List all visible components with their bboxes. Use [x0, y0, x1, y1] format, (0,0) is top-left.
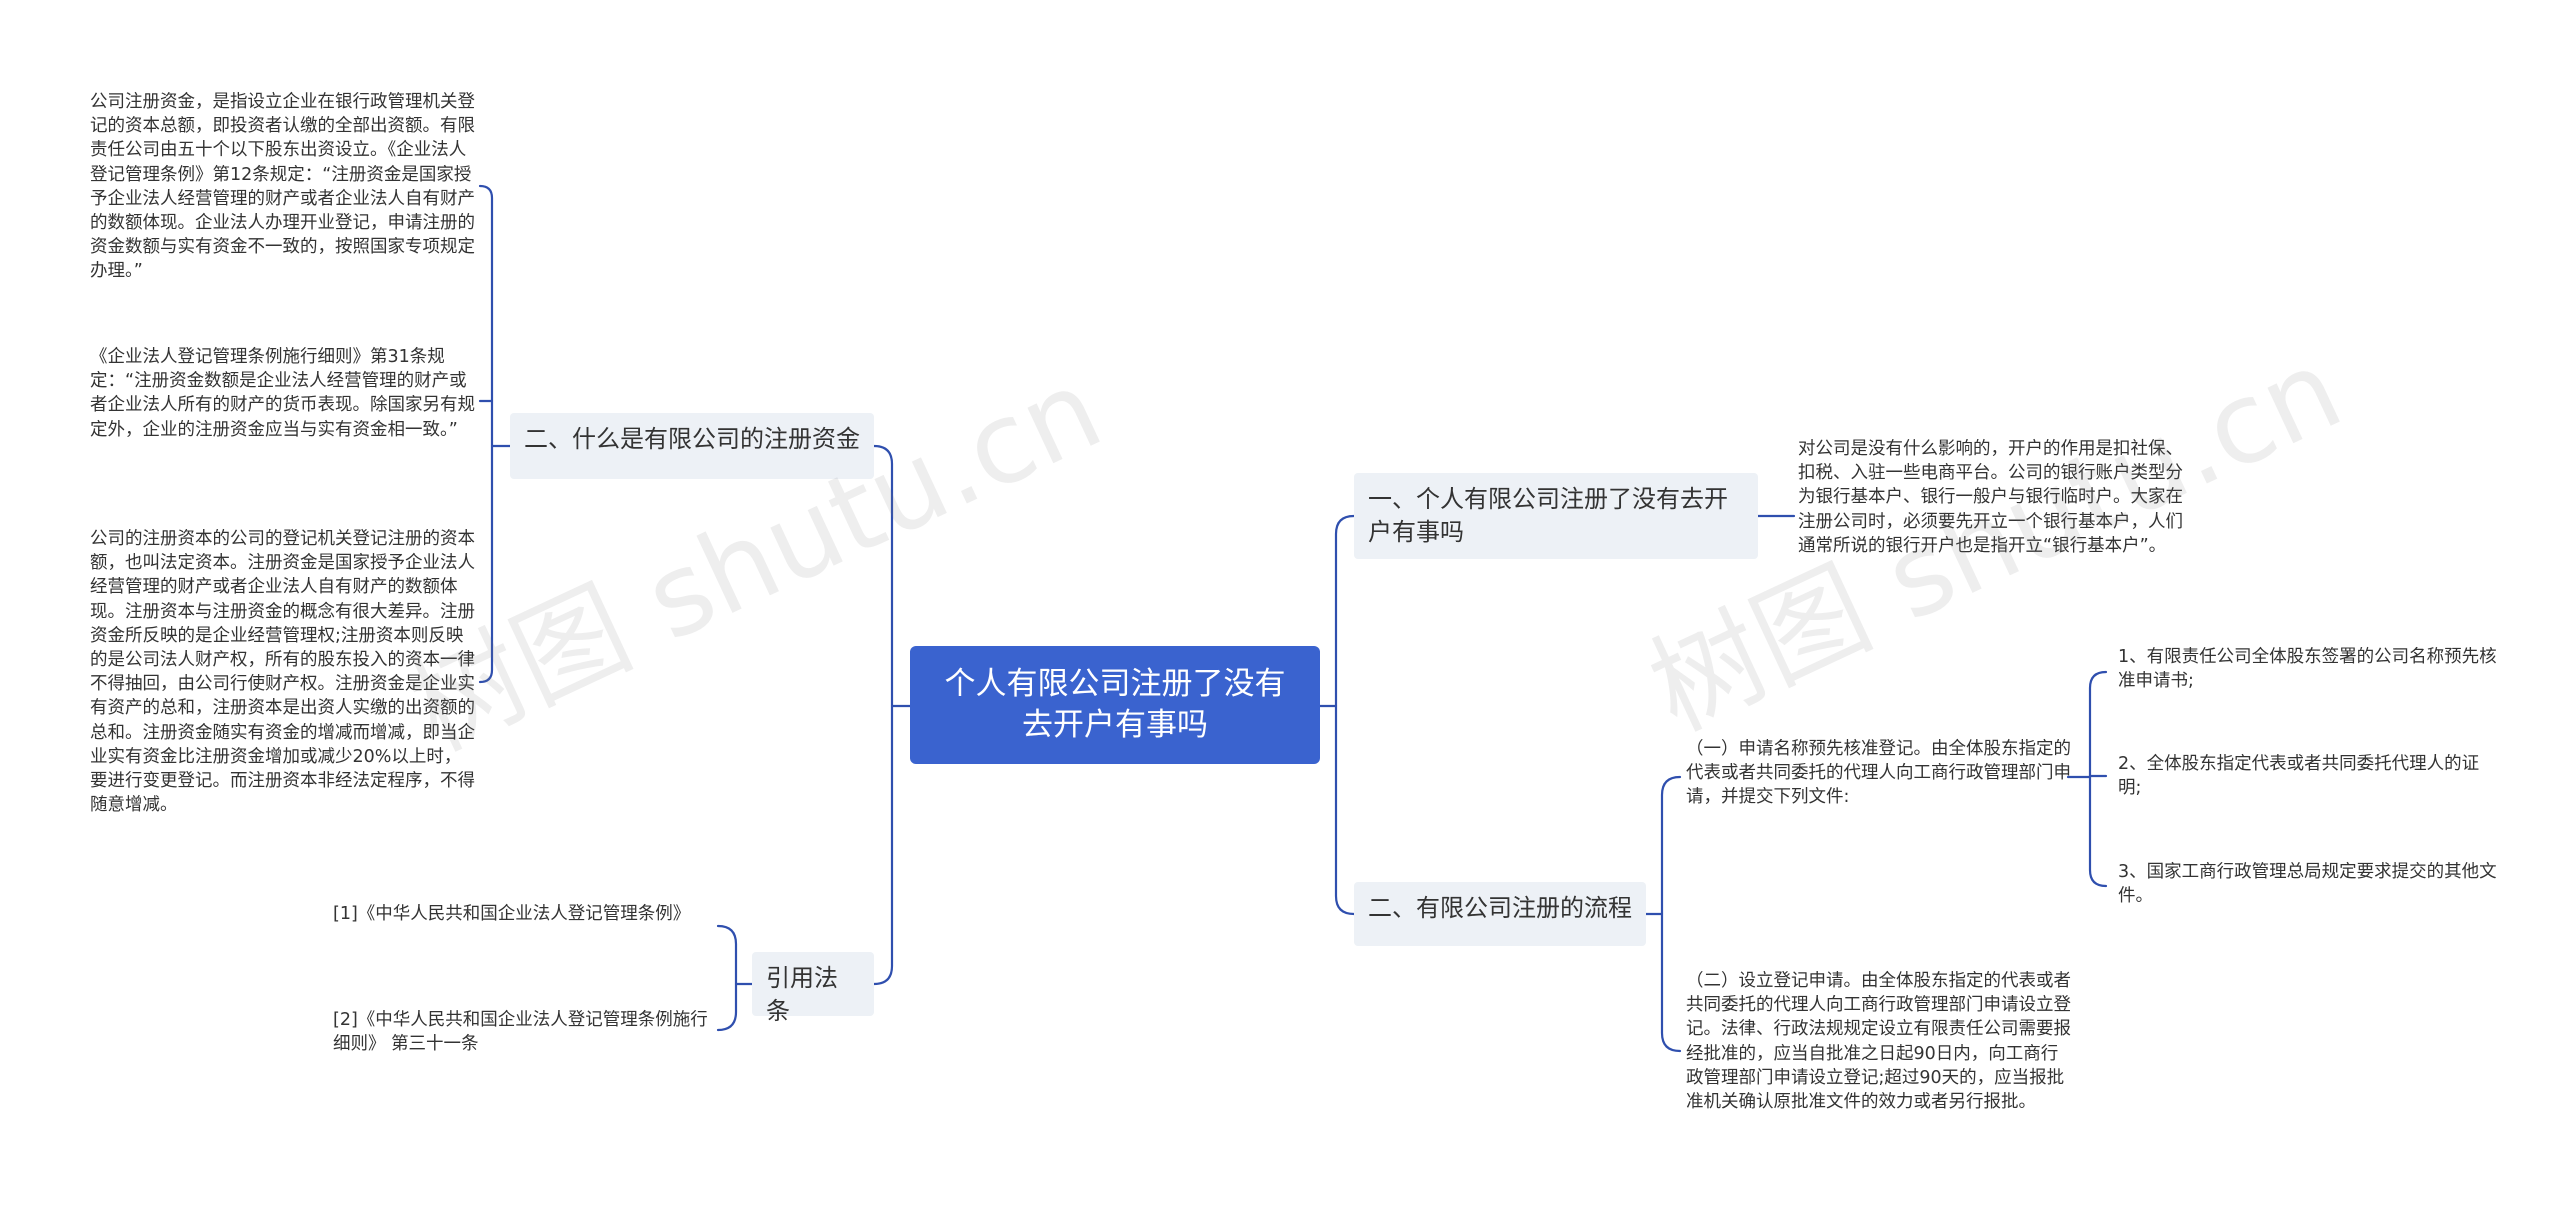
capital-leaf-3: 公司的注册资本的公司的登记机关登记注册的资本额，也叫法定资本。注册资金是国家授予…: [90, 529, 475, 816]
capital-leaf-1: 公司注册资金，是指设立企业在银行政管理机关登记的资本总额，即投资者认缴的全部出资…: [90, 92, 475, 282]
process-step-2: （二）设立登记申请。由全体股东指定的代表或者共同委托的代理人向工商行政管理部门申…: [1686, 971, 2071, 1113]
branch-account-impact[interactable]: 一、个人有限公司注册了没有去开户有事吗: [1354, 473, 1758, 559]
cited-law-2: [2]《中华人民共和国企业法人登记管理条例施行细则》 第三十一条: [333, 1010, 708, 1055]
process-step-1-item-2: 2、全体股东指定代表或者共同委托代理人的证明;: [2118, 754, 2480, 799]
branch-label: 二、什么是有限公司的注册资金: [524, 425, 860, 453]
process-step-1-item-3: 3、国家工商行政管理总局规定要求提交的其他文件。: [2118, 862, 2497, 907]
branch-label: 二、有限公司注册的流程: [1368, 894, 1632, 922]
connector-step1-bracket: [2088, 670, 2108, 888]
process-step-1: （一）申请名称预先核准登记。由全体股东指定的代表或者共同委托的代理人向工商行政管…: [1686, 739, 2071, 808]
cited-law-1: [1]《中华人民共和国企业法人登记管理条例》: [333, 904, 691, 924]
process-step-1-item-1: 1、有限责任公司全体股东签署的公司名称预先核准申请书;: [2118, 647, 2497, 692]
connector-left-trunk: [872, 444, 894, 986]
connector-process-bracket: [1660, 775, 1682, 1053]
branch-registered-capital[interactable]: 二、什么是有限公司的注册资金: [510, 413, 874, 479]
connector-refs-bracket: [716, 924, 738, 1032]
branch-cited-laws[interactable]: 引用法条: [752, 952, 874, 1025]
branch-label: 引用法条: [766, 964, 838, 1025]
capital-leaf-2: 《企业法人登记管理条例施行细则》第31条规定：“注册资金数额是企业法人经营管理的…: [90, 347, 475, 440]
branch-registration-process[interactable]: 二、有限公司注册的流程: [1354, 882, 1646, 946]
root-node[interactable]: 个人有限公司注册了没有去开户有事吗: [910, 646, 1320, 764]
root-label: 个人有限公司注册了没有去开户有事吗: [944, 666, 1286, 743]
connector-capital-bracket: [478, 184, 494, 684]
account-leaf: 对公司是没有什么影响的，开户的作用是扣社保、扣税、入驻一些电商平台。公司的银行账…: [1798, 439, 2183, 556]
branch-label: 一、个人有限公司注册了没有去开户有事吗: [1368, 485, 1728, 546]
connector-right-trunk: [1334, 514, 1356, 916]
